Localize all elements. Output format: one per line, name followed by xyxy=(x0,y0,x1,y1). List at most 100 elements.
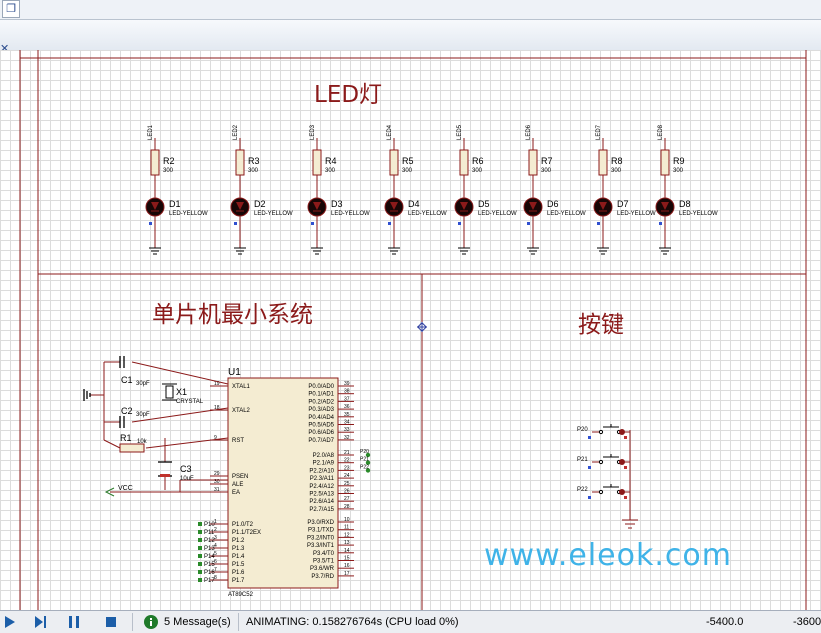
mcu-pin-number: 39 xyxy=(344,381,350,387)
led-resistor[interactable] xyxy=(150,149,160,176)
led-net-label: LED4 xyxy=(387,124,393,140)
status-separator xyxy=(132,613,133,631)
info-icon[interactable] xyxy=(143,614,159,630)
mcu-pin-name: P1.5 xyxy=(232,562,245,568)
mcu-pin-name: P1.3 xyxy=(232,546,245,552)
mcu-pin-number: 4 xyxy=(214,543,217,549)
key-common-wire xyxy=(622,430,638,529)
c2-value: 30pF xyxy=(136,412,150,418)
diode-ref: D4 xyxy=(408,199,420,209)
mcu-pin-name: P2.7/A15 xyxy=(309,507,334,513)
mcu-pin-number: 17 xyxy=(344,571,350,577)
x1-ref: X1 xyxy=(176,387,187,397)
restore-icon[interactable]: ❐ xyxy=(2,0,20,18)
step-icon[interactable] xyxy=(32,614,48,630)
led-resistor[interactable] xyxy=(235,149,245,176)
mcu-pin-number: 19 xyxy=(214,381,220,387)
mcu-pin-name: P0.0/AD0 xyxy=(308,384,334,390)
c3-polarity xyxy=(160,474,170,477)
mcu-pin-number: 33 xyxy=(344,427,350,433)
mcu-pin-name: P2.6/A14 xyxy=(309,499,334,505)
r1-value: 10k xyxy=(137,439,148,445)
mcu-pin-number: 37 xyxy=(344,396,350,402)
mcu-pin-number: 14 xyxy=(344,548,350,554)
mcu-pin-name: P2.1/A9 xyxy=(313,461,335,467)
p2-net-label: P21 xyxy=(360,457,369,463)
mcu-pin-number: 32 xyxy=(344,435,350,441)
mcu-pin-name: P0.3/AD3 xyxy=(308,407,334,413)
tab-strip: ✕ xyxy=(0,20,821,55)
diode-ref: D8 xyxy=(679,199,691,209)
key-switch-3[interactable]: P22 xyxy=(577,484,630,499)
sheet-border xyxy=(19,50,807,610)
resistor-value: 300 xyxy=(325,168,336,174)
mcu-pin-number: 8 xyxy=(214,575,217,581)
led-net-label: LED2 xyxy=(233,124,239,140)
mcu-pin-name: ALE xyxy=(232,482,243,488)
p2-terminal xyxy=(365,460,371,465)
resistor-ref: R4 xyxy=(325,156,337,166)
mcu-pin-number: 18 xyxy=(214,405,220,411)
oscillator-wiring xyxy=(90,361,229,493)
mcu-pin-number: 27 xyxy=(344,496,350,502)
resistor-value: 300 xyxy=(163,168,174,174)
p1-net-label: P12 xyxy=(204,538,215,544)
vcc-terminal xyxy=(104,487,115,497)
led-resistor[interactable] xyxy=(598,149,608,176)
mcu-pin-number: 36 xyxy=(344,404,350,410)
resistor-value: 300 xyxy=(611,168,622,174)
led-resistor[interactable] xyxy=(459,149,469,176)
diode-ref: D1 xyxy=(169,199,181,209)
mcu-pin-name: P3.7/RD xyxy=(311,574,334,580)
p2-terminal xyxy=(365,452,371,458)
resistor-r1[interactable] xyxy=(119,443,145,453)
mcu-pin-number: 6 xyxy=(214,559,217,565)
play-icon[interactable] xyxy=(2,614,18,630)
mcu-pin-name: P1.0/T2 xyxy=(232,522,254,528)
mcu-pin-number: 1 xyxy=(214,519,217,525)
key-switch-1[interactable]: P20 xyxy=(577,424,630,439)
mcu-pin-name: PSEN xyxy=(232,474,248,480)
key-switch-2[interactable]: P21 xyxy=(577,454,630,469)
mcu-pin-number: 38 xyxy=(344,389,350,395)
led-resistor[interactable] xyxy=(389,149,399,176)
watermark-text: www.eleok.com xyxy=(484,538,732,573)
mcu-pin-name: P3.0/RXD xyxy=(307,520,334,526)
mcu-pin-name: P3.5/T1 xyxy=(313,559,335,565)
mcu-pin-number: 31 xyxy=(214,487,220,493)
mcu-pin-number: 9 xyxy=(214,435,217,441)
mcu-chip[interactable]: U1 AT89C52 xyxy=(227,367,339,598)
diode-ref: D5 xyxy=(478,199,490,209)
mcu-pin-number: 10 xyxy=(344,517,350,523)
mcu-pin-name: P1.2 xyxy=(232,538,245,544)
center-marker xyxy=(417,322,427,332)
resistor-ref: R2 xyxy=(163,156,175,166)
p1-net-label: P14 xyxy=(204,554,215,560)
mcu-pin-number: 30 xyxy=(214,479,220,485)
messages-count[interactable]: 5 Message(s) xyxy=(164,616,231,628)
r1-ref: R1 xyxy=(120,433,132,443)
led-resistor[interactable] xyxy=(312,149,322,176)
toolbar-divider xyxy=(0,19,821,20)
crystal-x1[interactable] xyxy=(162,383,177,401)
c1-value: 30pF xyxy=(136,381,150,387)
led-section-title: LED灯 xyxy=(314,82,382,108)
keys-section-title: 按键 xyxy=(578,312,624,338)
close-icon[interactable]: ✕ xyxy=(0,43,10,55)
mcu-pin-name: RST xyxy=(232,438,244,444)
mcu-pin-name: P0.4/AD4 xyxy=(308,415,334,421)
pause-icon[interactable] xyxy=(66,614,82,630)
led-resistor[interactable] xyxy=(528,149,538,176)
led-resistor[interactable] xyxy=(660,149,670,176)
mcu-pin-name: P2.4/A12 xyxy=(309,484,334,490)
led-array: LED1R2300D1LED-YELLOWLED2R3300D2LED-YELL… xyxy=(145,124,718,255)
stop-icon[interactable] xyxy=(103,614,119,630)
mcu-pin-name: XTAL2 xyxy=(232,408,251,414)
diode-type: LED-YELLOW xyxy=(679,211,718,217)
mcu-pin-number: 11 xyxy=(344,525,349,531)
